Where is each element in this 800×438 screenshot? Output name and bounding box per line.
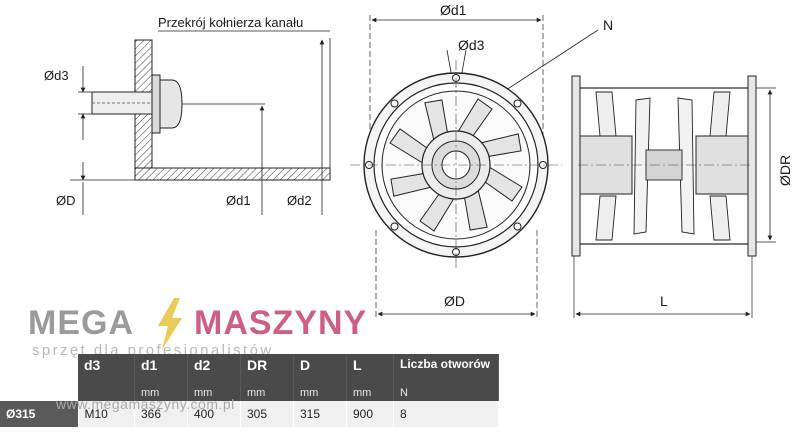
spec-cell-D: 315 bbox=[293, 401, 347, 427]
spec-cell-d2: 400 bbox=[187, 401, 241, 427]
fan-front-view: Ød1 Ød3 N bbox=[350, 2, 613, 318]
front-D-label: ØD bbox=[444, 293, 465, 309]
table-row: Ø315 M10 366 400 305 315 900 8 bbox=[0, 401, 499, 427]
spec-size-cell: Ø315 bbox=[0, 401, 79, 427]
spec-header-L: L mm bbox=[346, 354, 394, 401]
spec-header-d2: d2 mm bbox=[187, 354, 241, 401]
front-d1-label: Ød1 bbox=[440, 2, 467, 18]
spec-header-D: D mm bbox=[293, 354, 347, 401]
spec-header-holes: Liczba otworów N bbox=[393, 354, 499, 401]
side-d3-label: Ød3 bbox=[44, 68, 69, 83]
spec-header-d3: d3 bbox=[78, 354, 135, 401]
lightning-bolt-icon bbox=[158, 298, 182, 350]
spec-header-row: d3 d1 mm d2 mm DR mm D mm L mm bbox=[0, 354, 499, 401]
logo-word-mega: MEGA bbox=[28, 304, 134, 342]
flange-section-view: Przekrój kołnierza kanału Ød3 ØD Ød1 Ød2 bbox=[44, 15, 331, 215]
logo-word-maszyny: MASZYNY bbox=[194, 304, 368, 342]
front-d3-label: Ød3 bbox=[458, 37, 485, 53]
spec-cell-dr: 305 bbox=[240, 401, 294, 427]
spec-cell-d1: 366 bbox=[134, 401, 188, 427]
spec-cell-holes: 8 bbox=[393, 401, 499, 427]
website-watermark: www.megamaszyny.com.pl bbox=[56, 396, 235, 412]
side-D-label: ØD bbox=[56, 193, 76, 208]
side-d1-label: Ød1 bbox=[226, 193, 251, 208]
spec-cell-L: 900 bbox=[346, 401, 394, 427]
front-N-label: N bbox=[603, 17, 613, 33]
spec-header-blank bbox=[0, 354, 78, 401]
spec-cell-d3: M10 bbox=[78, 401, 135, 427]
profile-DR-label: ØDR bbox=[777, 155, 793, 186]
spec-table: d3 d1 mm d2 mm DR mm D mm L mm bbox=[0, 354, 499, 427]
spec-header-d1: d1 mm bbox=[134, 354, 188, 401]
spec-header-dr: DR mm bbox=[240, 354, 294, 401]
fan-profile-view: ØDR L bbox=[571, 75, 793, 318]
side-d2-label: Ød2 bbox=[287, 193, 312, 208]
profile-L-label: L bbox=[660, 293, 668, 309]
section-caption: Przekrój kołnierza kanału bbox=[158, 15, 303, 30]
